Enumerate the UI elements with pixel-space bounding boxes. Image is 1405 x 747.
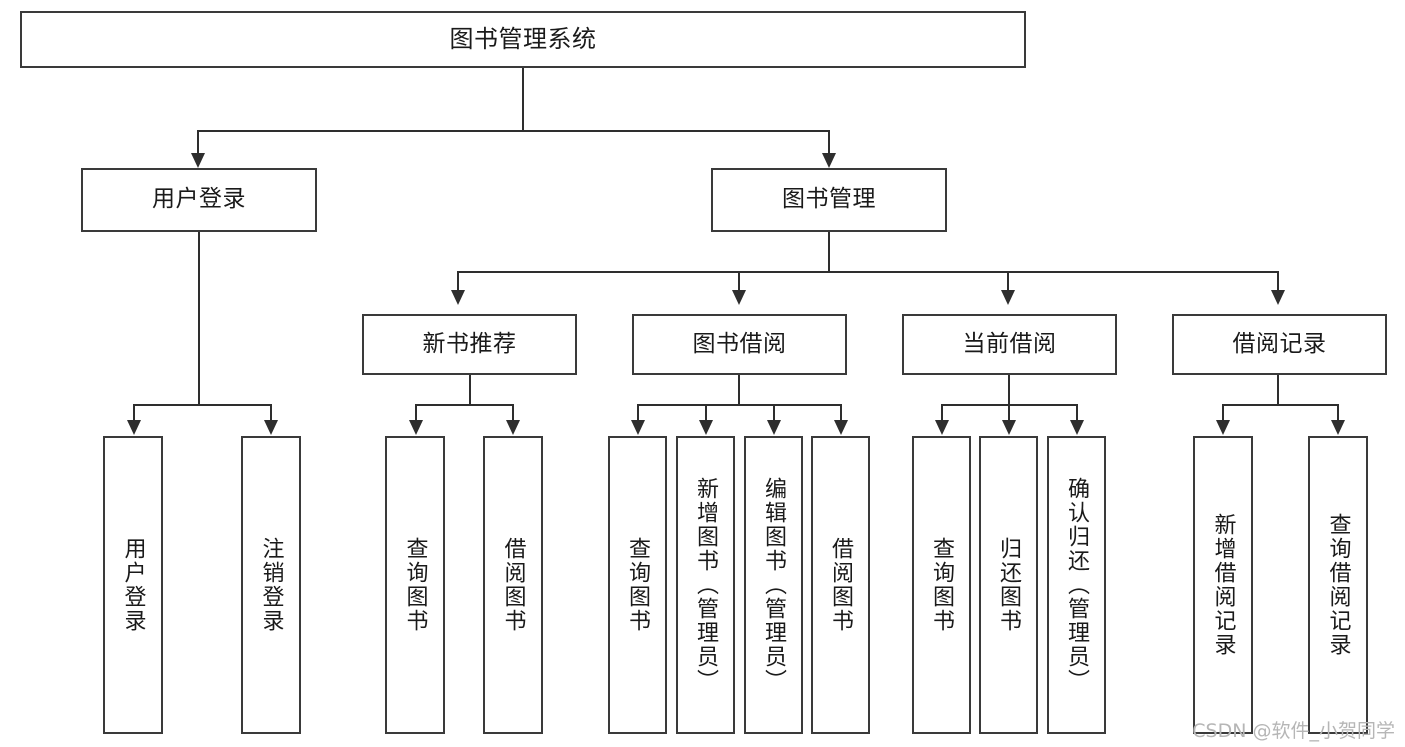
arrow-to-book-manage (822, 153, 836, 168)
connector-root-drop-left (197, 130, 199, 158)
arrow-to-leaf-add-book (699, 420, 713, 435)
leaf-query-book-2[interactable]: 查询图书 (608, 436, 667, 734)
leaf-borrow-book-2[interactable]: 借阅图书 (811, 436, 870, 734)
connector-new-book-rec-drop-1 (415, 404, 417, 424)
arrow-to-new-book-rec (451, 290, 465, 305)
connector-book-borrow-bus (637, 404, 842, 406)
arrow-to-leaf-add-record (1216, 420, 1230, 435)
connector-book-manage-drop-4 (1277, 271, 1279, 293)
arrow-to-leaf-query-book-2 (631, 420, 645, 435)
leaf-confirm-return[interactable]: 确认归还（管理员） (1047, 436, 1106, 734)
node-label: 归还图书 (996, 537, 1022, 633)
connector-root-drop-right (828, 130, 830, 158)
arrow-to-leaf-user-logout (264, 420, 278, 435)
node-label: 编辑图书（管理员） (761, 477, 787, 693)
connector-current-borrow-drop-2 (1008, 404, 1010, 424)
node-label: 新书推荐 (422, 330, 517, 357)
node-label: 新增借阅记录 (1210, 513, 1236, 657)
node-book-manage[interactable]: 图书管理 (711, 168, 947, 232)
connector-root-bus (197, 130, 830, 132)
connector-current-borrow-drop-3 (1076, 404, 1078, 424)
connector-user-login-drop-2 (270, 404, 272, 424)
connector-book-borrow-drop-1 (637, 404, 639, 424)
connector-book-manage-bus (457, 271, 1279, 273)
node-label: 新增图书（管理员） (693, 477, 719, 693)
node-label: 图书借阅 (692, 330, 787, 357)
connector-root-stem (522, 68, 524, 130)
connector-book-borrow-stem (738, 375, 740, 405)
connector-new-book-rec-bus (415, 404, 514, 406)
node-label: 当前借阅 (962, 330, 1057, 357)
arrow-to-leaf-query-record (1331, 420, 1345, 435)
leaf-add-book[interactable]: 新增图书（管理员） (676, 436, 735, 734)
arrow-to-leaf-confirm-return (1070, 420, 1084, 435)
arrow-to-leaf-user-login (127, 420, 141, 435)
node-book-borrow[interactable]: 图书借阅 (632, 314, 847, 375)
connector-book-manage-drop-3 (1007, 271, 1009, 293)
connector-book-borrow-drop-4 (840, 404, 842, 424)
connector-user-login-bus (133, 404, 272, 406)
leaf-add-record[interactable]: 新增借阅记录 (1193, 436, 1253, 734)
leaf-return-book[interactable]: 归还图书 (979, 436, 1038, 734)
leaf-borrow-book-1[interactable]: 借阅图书 (483, 436, 543, 734)
connector-current-borrow-stem (1008, 375, 1010, 405)
connector-user-login-stem (198, 232, 200, 405)
arrow-to-current-borrow (1001, 290, 1015, 305)
leaf-user-logout[interactable]: 注销登录 (241, 436, 301, 734)
arrow-to-book-borrow (732, 290, 746, 305)
node-label: 查询图书 (929, 537, 955, 633)
arrow-to-leaf-query-book-1 (409, 420, 423, 435)
connector-new-book-rec-drop-2 (512, 404, 514, 424)
node-user-login[interactable]: 用户登录 (81, 168, 317, 232)
node-current-borrow[interactable]: 当前借阅 (902, 314, 1117, 375)
connector-user-login-drop-1 (133, 404, 135, 424)
connector-borrow-record-bus (1222, 404, 1339, 406)
connector-current-borrow-drop-1 (941, 404, 943, 424)
node-label: 用户登录 (120, 537, 146, 633)
node-label: 借阅记录 (1232, 330, 1327, 357)
leaf-edit-book[interactable]: 编辑图书（管理员） (744, 436, 803, 734)
node-label: 图书管理系统 (449, 25, 597, 54)
node-label: 用户登录 (152, 186, 246, 213)
node-borrow-record[interactable]: 借阅记录 (1172, 314, 1387, 375)
node-new-book-rec[interactable]: 新书推荐 (362, 314, 577, 375)
connector-book-manage-drop-2 (738, 271, 740, 293)
connector-new-book-rec-stem (469, 375, 471, 405)
connector-borrow-record-stem (1277, 375, 1279, 405)
node-root-system[interactable]: 图书管理系统 (20, 11, 1026, 68)
watermark-text: CSDN @软件_小贺同学 (1192, 720, 1395, 742)
arrow-to-leaf-edit-book (767, 420, 781, 435)
node-label: 借阅图书 (500, 537, 526, 633)
leaf-query-record[interactable]: 查询借阅记录 (1308, 436, 1368, 734)
leaf-user-login[interactable]: 用户登录 (103, 436, 163, 734)
node-label: 注销登录 (258, 537, 284, 633)
connector-borrow-record-drop-2 (1337, 404, 1339, 424)
leaf-query-book-1[interactable]: 查询图书 (385, 436, 445, 734)
connector-book-borrow-drop-3 (773, 404, 775, 424)
node-label: 查询图书 (625, 537, 651, 633)
connector-book-manage-stem (828, 232, 830, 272)
connector-book-borrow-drop-2 (705, 404, 707, 424)
node-label: 查询图书 (402, 537, 428, 633)
arrow-to-borrow-record (1271, 290, 1285, 305)
arrow-to-leaf-query-book-3 (935, 420, 949, 435)
connector-book-manage-drop-1 (457, 271, 459, 293)
arrow-to-leaf-borrow-book-2 (834, 420, 848, 435)
leaf-query-book-3[interactable]: 查询图书 (912, 436, 971, 734)
node-label: 借阅图书 (828, 537, 854, 633)
node-label: 图书管理 (782, 186, 876, 213)
connector-borrow-record-drop-1 (1222, 404, 1224, 424)
node-label: 查询借阅记录 (1325, 513, 1351, 657)
arrow-to-user-login (191, 153, 205, 168)
arrow-to-leaf-return-book (1002, 420, 1016, 435)
arrow-to-leaf-borrow-book-1 (506, 420, 520, 435)
node-label: 确认归还（管理员） (1064, 477, 1090, 693)
